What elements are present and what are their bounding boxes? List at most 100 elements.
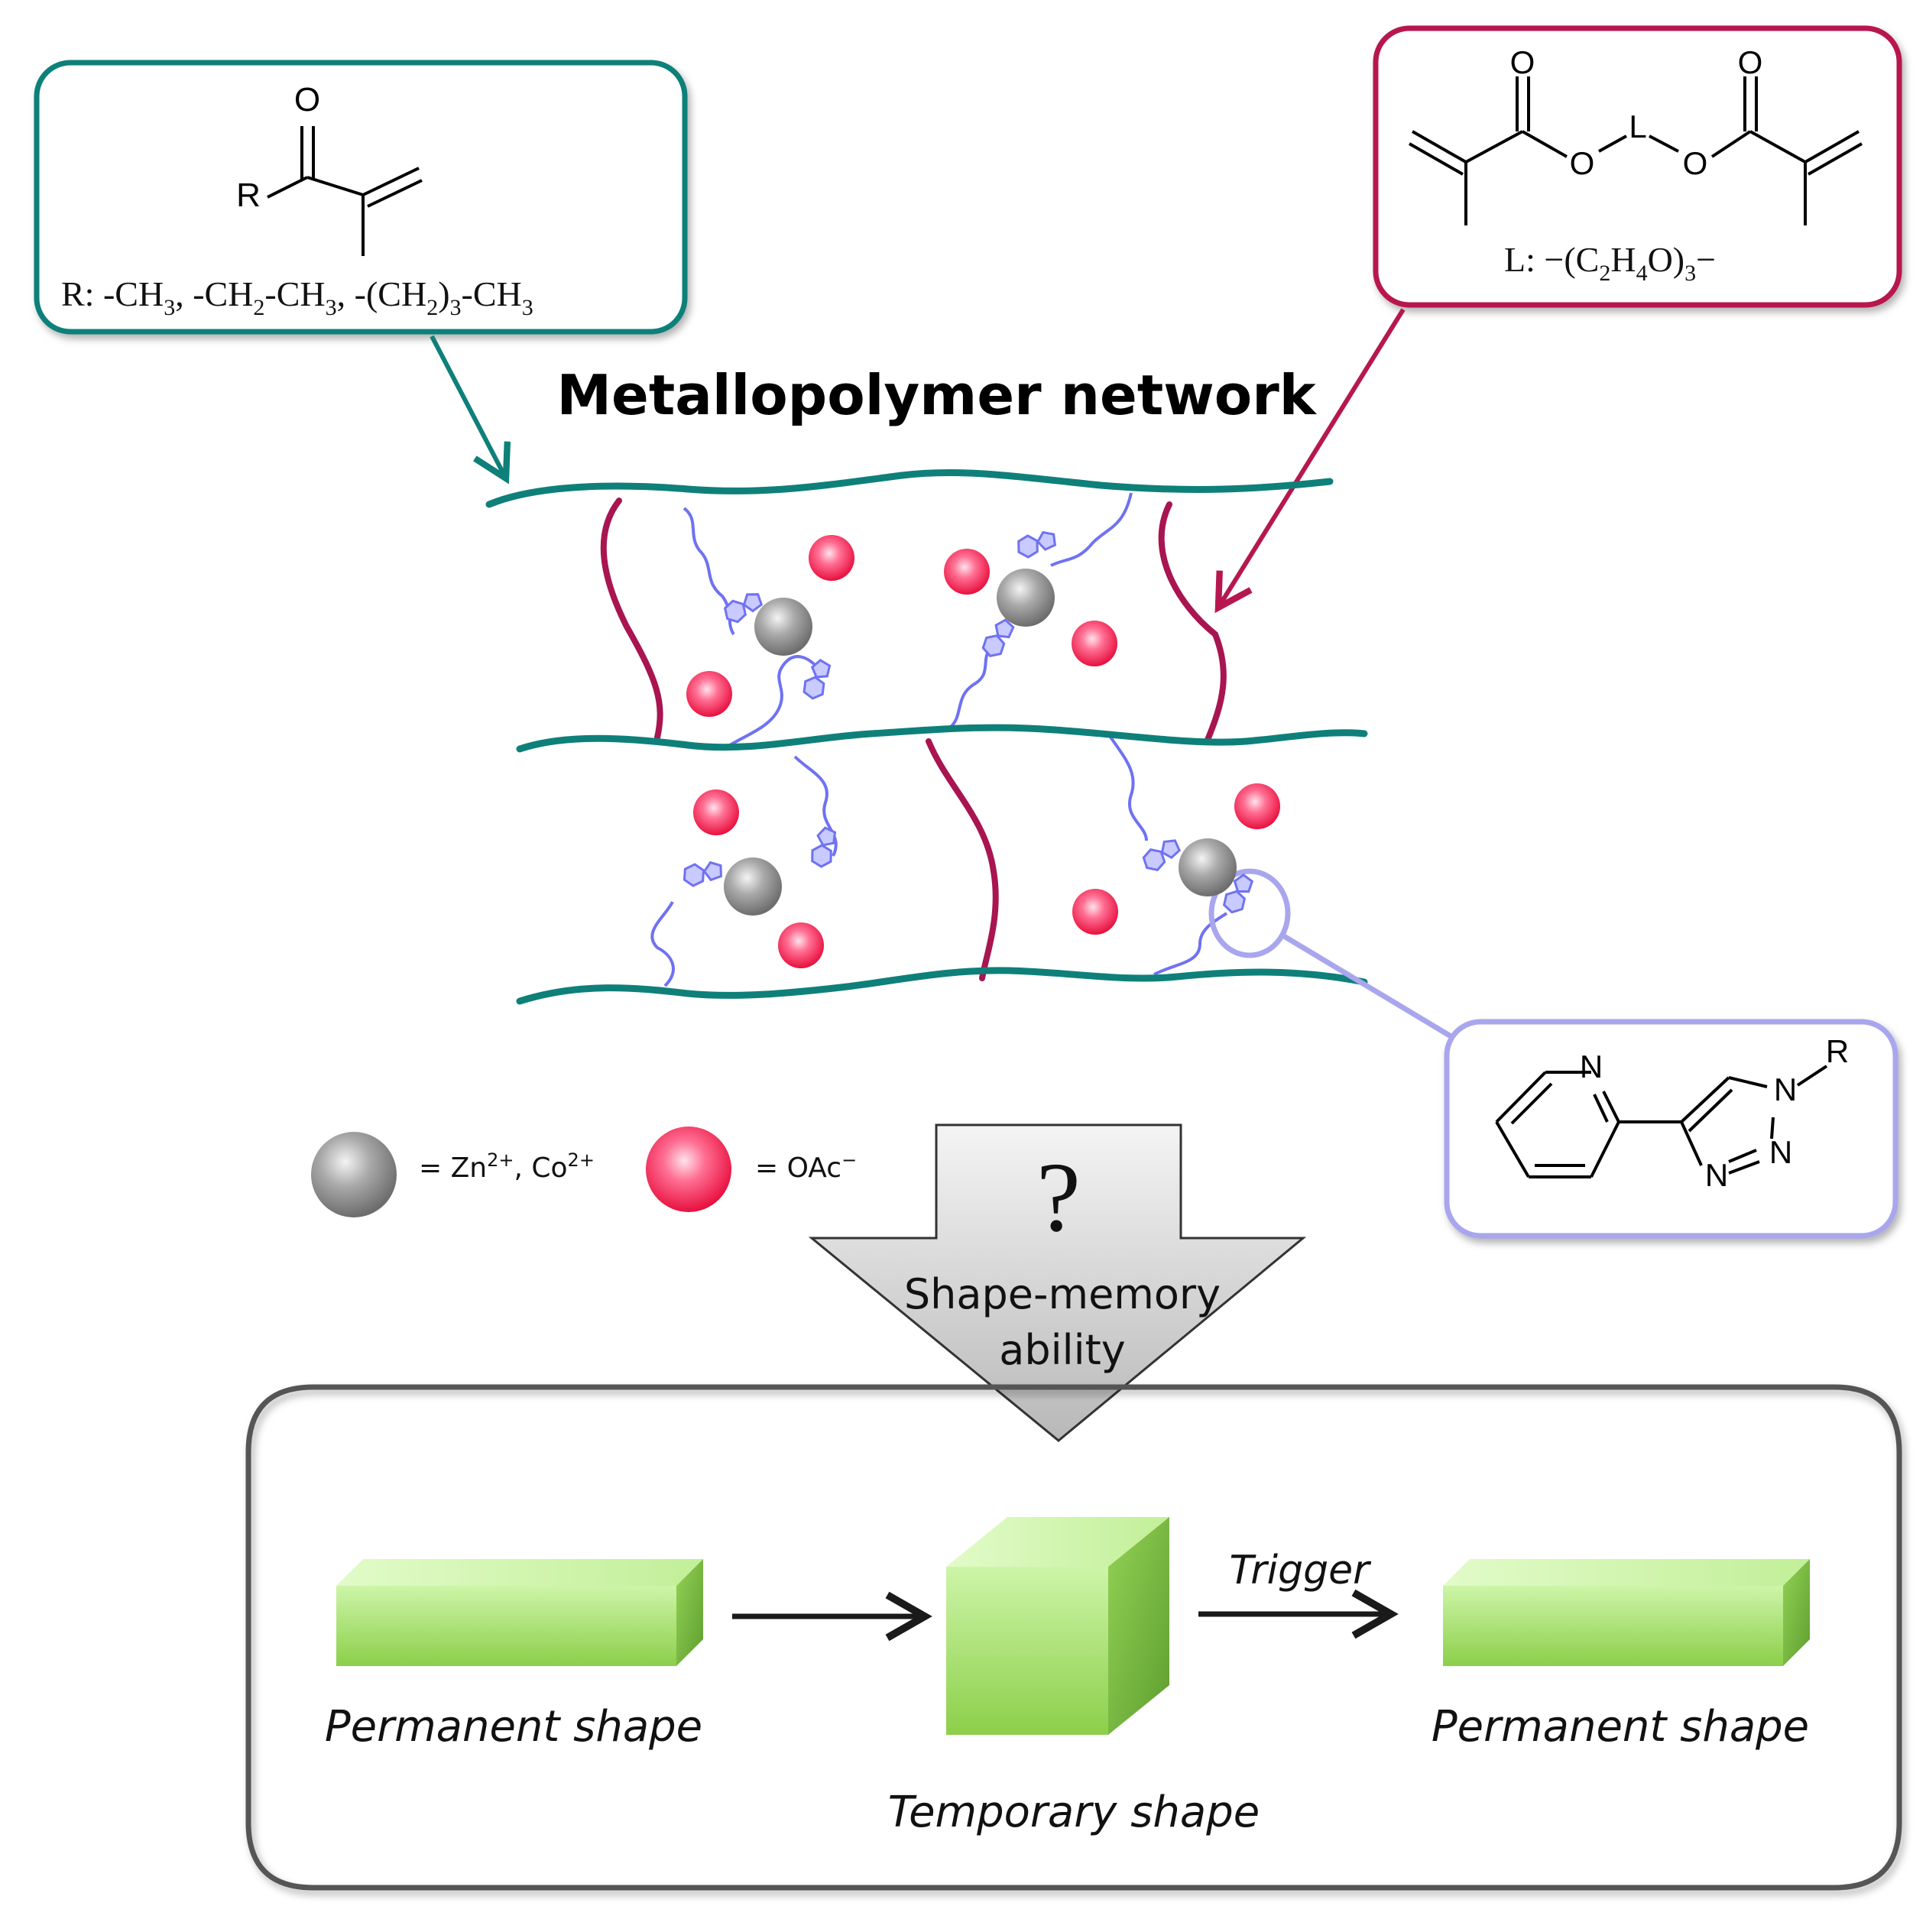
caption-sub: 4 [1636,261,1648,286]
triazole-glyph [816,826,837,847]
triazole-glyph [1036,530,1057,551]
block-front [946,1567,1108,1735]
temporary-shape-label: Temporary shape [888,1788,1260,1837]
caption-part: -CH [462,274,522,313]
triazole-glyph [702,861,722,882]
metal-ion [997,569,1055,627]
backbone-chain [516,724,1368,753]
triazole-glyph [742,593,764,613]
ligand-n1: N [1774,1071,1797,1107]
caption-sub: 3 [522,295,533,320]
ligand-chain [1153,912,1228,976]
pyridine-glyph [1222,890,1247,914]
permanent-shape-right-label: Permanent shape [1432,1702,1809,1752]
temporary-shape-block [946,1517,1169,1735]
ligand-glyph [723,593,764,624]
triazole-glyph [994,618,1015,639]
question-mark: ? [1036,1143,1081,1253]
monomer-r-atom: R [236,177,261,214]
legend-part: , Co [514,1152,567,1184]
block-side [1108,1517,1169,1735]
ligand-glyph [802,658,832,700]
ligand-n3: N [1705,1157,1728,1193]
backbone-chain [485,468,1334,508]
monomer-r-caption: R: -CH3, -CH2-CH3, -(CH2)3-CH3 [61,274,533,320]
block-top [1443,1559,1810,1586]
acetate-ion [1234,783,1280,829]
caption-part: O) [1648,240,1685,279]
ligand-glyph [1142,839,1182,871]
block-top [336,1559,703,1586]
ligand-n-pyridine: N [1580,1049,1603,1084]
permanent-shape-left-label: Permanent shape [325,1702,702,1752]
crosslink-chain [600,498,663,741]
crosslinker-o-ester-left: O [1570,145,1595,181]
triazole-glyph [810,658,832,679]
monomer-panel: O R R: -CH3, -CH2-CH3, -(CH2)3-CH3 [34,60,688,335]
legend-sup: 2+ [568,1149,595,1171]
legend-sup: − [841,1149,857,1171]
pyridine-glyph [981,634,1006,657]
crosslinker-pointer-arrow [1214,308,1406,614]
ligand-glyph [981,618,1015,657]
legend: = Zn2+, Co2+ = OAc− [311,1126,857,1217]
pyridine-glyph [1017,534,1039,559]
legend-metal-ion [311,1132,397,1217]
legend-acetate-ion [646,1126,731,1212]
acetate-ion [809,535,854,581]
legend-sup: 2+ [487,1149,514,1171]
down-arrow-shape [808,1123,1307,1442]
crosslinker-o-ester-right: O [1683,145,1708,181]
acetate-ion [1072,889,1118,935]
block-front [1443,1586,1783,1666]
legend-acetate-label: = OAc− [755,1149,857,1184]
ligand-chain [650,901,675,987]
shape-memory-panel: Permanent shape Temporary shape Trigger … [245,1384,1902,1891]
permanent-shape-left-block [336,1559,703,1666]
arrow-label-line-2: ability [999,1326,1126,1374]
legend-metal-label: = Zn2+, Co2+ [419,1149,595,1184]
ligand-glyphs [683,530,1254,914]
permanent-shape-right-block [1443,1559,1810,1666]
metal-ion [724,857,782,916]
pyridine-glyph [723,599,747,624]
diagram-title: Metallopolymer network [556,363,1317,427]
crosslinker-o-carbonyl-right: O [1738,44,1763,80]
polymer-network [485,468,1457,1042]
metal-ion [754,598,812,656]
ligand-box [1444,1019,1898,1239]
pyridine-glyph [811,844,832,868]
block-front [336,1586,676,1666]
triazole-glyph [1233,873,1254,893]
caption-part: , -CH [175,274,253,313]
caption-sub: 3 [450,295,462,320]
block-side [1783,1559,1810,1666]
crosslink-chain [1158,501,1227,743]
ligand-glyph [811,826,837,868]
caption-part: -CH [264,274,325,313]
acetate-ion [944,549,990,595]
magnifier-ring [1208,868,1291,958]
shape-memory-arrow: ? Shape-memory ability [808,1123,1307,1442]
ligand-chain [950,644,995,728]
monomer-box [34,60,688,335]
crosslink-chain [926,738,999,981]
ligand-n2: N [1769,1134,1792,1170]
caption-part: L: −(C [1504,240,1599,279]
caption-part: , -(CH [337,274,427,313]
caption-part: ) [438,274,449,313]
ligand-chain [728,655,823,747]
ligand-glyph [1017,530,1057,559]
acetate-ion [1072,621,1117,666]
crosslinker-box [1373,25,1902,308]
block-top [946,1517,1169,1567]
caption-sub: 2 [1599,261,1610,286]
methacrylate-structure [267,126,423,256]
pyridyl-triazole-structure [1495,1065,1828,1178]
acetate-ion [693,789,739,835]
ligand-r-atom: R [1826,1033,1849,1069]
monomer-pointer-arrow [430,335,511,485]
caption-sub: 3 [326,295,337,320]
arrow-label-line-1: Shape-memory [904,1270,1221,1318]
